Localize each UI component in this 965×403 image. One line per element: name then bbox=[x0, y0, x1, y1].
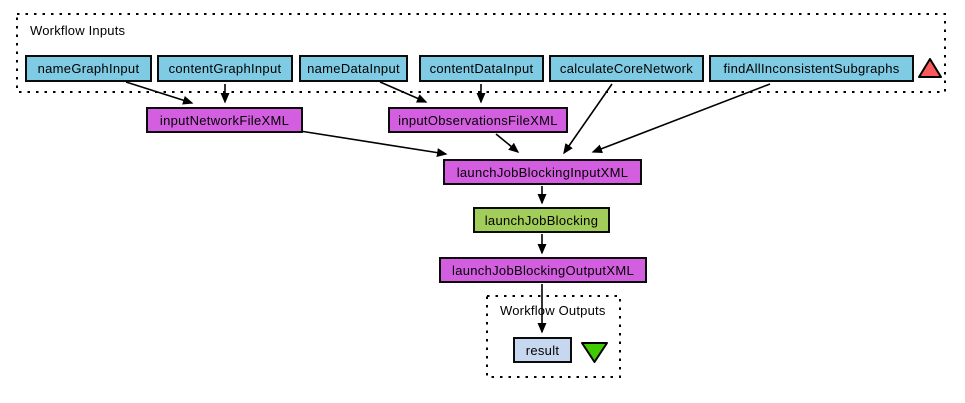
input-port-contentGraphInput[interactable]: contentGraphInput bbox=[157, 55, 293, 82]
edge-nameDataInput-to-inputObservationsFileXML bbox=[379, 81, 428, 103]
node-inputNetworkFileXML[interactable]: inputNetworkFileXML bbox=[146, 107, 303, 133]
edge-nameGraphInput-to-inputNetworkFileXML bbox=[125, 81, 194, 105]
workflow-inputs-frame bbox=[16, 13, 946, 93]
workflow-outputs-frame bbox=[486, 295, 621, 378]
input-port-calculateCoreNetwork[interactable]: calculateCoreNetwork bbox=[549, 55, 704, 82]
input-port-nameGraphInput[interactable]: nameGraphInput bbox=[25, 55, 152, 82]
edge-inputObservationsFileXML-to-launchJobBlockingInputXML bbox=[495, 133, 520, 153]
edge-calculateCoreNetwork-to-launchJobBlockingInputXML bbox=[563, 83, 613, 155]
input-port-findAllInconsistentSubgraphs[interactable]: findAllInconsistentSubgraphs bbox=[709, 55, 914, 82]
input-port-nameDataInput[interactable]: nameDataInput bbox=[299, 55, 408, 82]
input-port-contentDataInput[interactable]: contentDataInput bbox=[419, 55, 544, 82]
output-green-down-triangle-icon[interactable] bbox=[581, 342, 608, 363]
output-port-result[interactable]: result bbox=[513, 337, 572, 363]
node-launchJobBlockingInputXML[interactable]: launchJobBlockingInputXML bbox=[443, 159, 642, 185]
node-launchJobBlockingOutputXML[interactable]: launchJobBlockingOutputXML bbox=[439, 257, 647, 283]
workflow-outputs-label: Workflow Outputs bbox=[500, 303, 606, 318]
node-inputObservationsFileXML[interactable]: inputObservationsFileXML bbox=[388, 107, 568, 133]
edge-findAllInconsistentSubgraphs-to-launchJobBlockingInputXML bbox=[591, 83, 771, 153]
node-launchJobBlocking[interactable]: launchJobBlocking bbox=[473, 207, 610, 233]
workflow-inputs-label: Workflow Inputs bbox=[30, 23, 126, 38]
add-input-red-up-triangle-icon[interactable] bbox=[918, 58, 942, 78]
edge-inputNetworkFileXML-to-launchJobBlockingInputXML bbox=[299, 130, 448, 158]
